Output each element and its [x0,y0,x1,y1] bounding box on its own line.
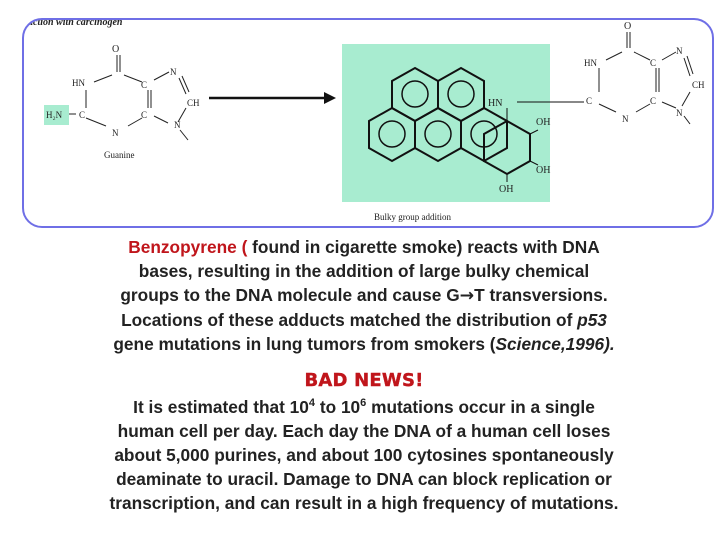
transversion-arrow: → [459,286,475,306]
adduct-bonds [506,101,584,182]
atom-c: C [586,96,592,106]
guanine-adduct-structure [598,32,694,125]
atom-n: N [676,46,683,56]
atom-c: C [79,110,85,120]
figure-panel: action with carcinogen O HN C N CH H₂N [22,18,714,228]
atom-c: C [650,96,656,106]
guanine-caption: Guanine [104,150,135,160]
atom-ch: CH [692,80,705,90]
atom-n: N [676,108,683,118]
atom-n: N [174,120,181,130]
atom-h2n: H₂N [46,110,63,120]
text-span: mutations occur in a single [366,397,595,417]
atom-c: C [650,58,656,68]
atom-hn: HN [488,98,502,109]
atom-c: C [141,110,147,120]
guanine-structure [64,55,190,141]
atom-n: N [170,67,177,77]
text-span: to 10 [315,397,361,417]
exponent: 6 [360,397,367,410]
gene-p53: p53 [577,310,607,330]
atom-ch: CH [187,98,200,108]
atom-n: N [112,128,119,138]
text-span: deaminate to uracil. Damage to DNA can b… [116,469,612,489]
atom-n: N [622,114,629,124]
text-span: found in cigarette smoke) reacts with DN… [247,237,600,257]
chemical-diagram: action with carcinogen O HN C N CH H₂N [28,20,705,222]
atom-c: C [141,80,147,90]
text-span: T transversions. [474,285,608,305]
mutation-rate-paragraph: It is estimated that 104 to 106 mutation… [30,395,698,515]
citation: Science,1996). [495,334,615,354]
amine-highlight [44,105,69,125]
atom-hn: HN [72,78,85,88]
text-span: about 5,000 purines, and about 100 cytos… [114,445,614,465]
reaction-arrow [209,92,336,104]
text-span: gene mutations in lung tumors from smoke… [113,334,496,354]
atom-oh: OH [499,184,513,195]
figure-header: action with carcinogen [28,20,123,28]
bad-news-heading: BAD NEWS! [304,370,424,391]
text-span: Locations of these adducts matched the d… [121,310,578,330]
text-span: groups to the DNA molecule and cause G [120,285,460,305]
atom-o: O [624,21,631,32]
bulky-caption: Bulky group addition [374,212,451,222]
atom-o: O [112,44,119,55]
atom-oh: OH [536,117,550,128]
benzopyrene-term: Benzopyrene ( [128,237,248,257]
atom-oh: OH [536,165,550,176]
text-span: human cell per day. Each day the DNA of … [117,421,611,441]
text-span: transcription, and can result in a high … [109,493,619,513]
atom-hn: HN [584,58,597,68]
text-span: bases, resulting in the addition of larg… [138,261,590,281]
exponent: 4 [308,397,316,410]
text-span: It is estimated that 10 [133,397,309,417]
benzopyrene-paragraph: Benzopyrene ( found in cigarette smoke) … [30,235,698,356]
benzopyrene-rings [368,66,531,176]
